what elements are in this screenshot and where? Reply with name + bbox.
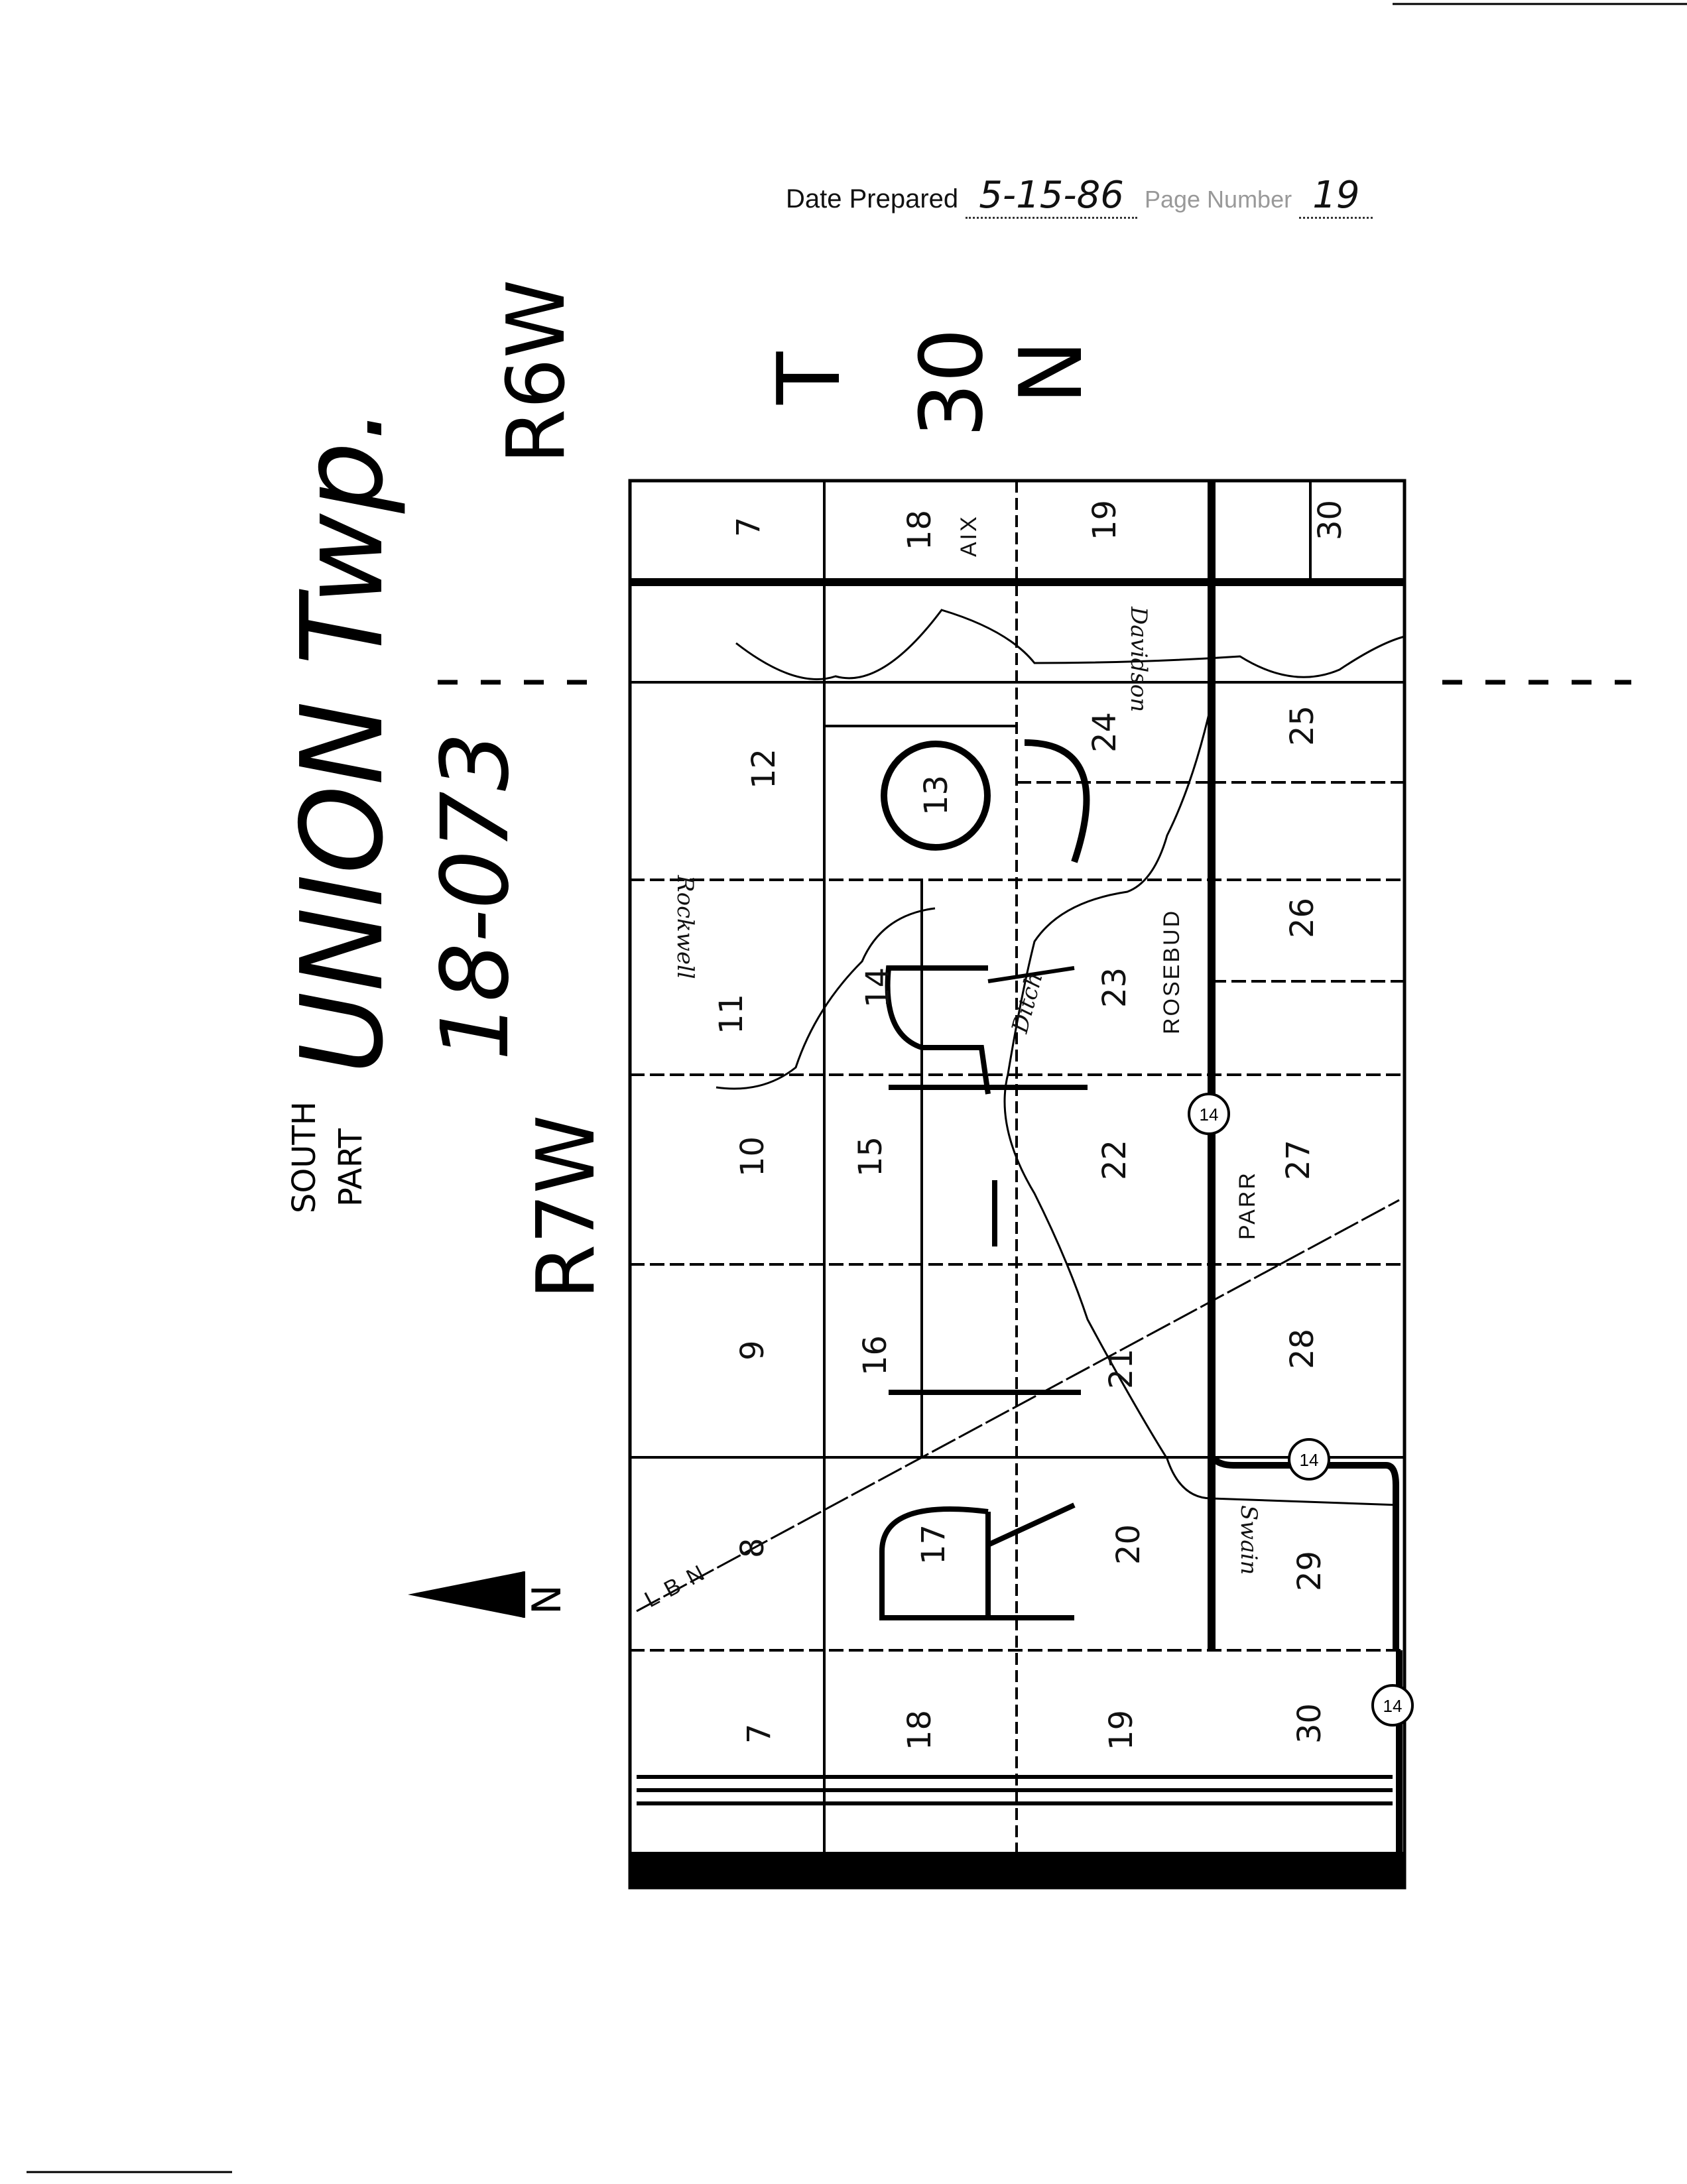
place-rosebud: ROSEBUD (1159, 909, 1184, 1034)
date-value: 5-15-86 (966, 174, 1137, 219)
section-number: 25 (1284, 705, 1321, 746)
township-code: 18-073 (422, 732, 530, 1061)
section-number: 29 (1291, 1551, 1328, 1591)
section-number: 26 (1284, 898, 1321, 938)
date-label: Date Prepared (786, 184, 959, 213)
stream-swain: Swain (1235, 1505, 1262, 1575)
township-name: UNION Twp. (277, 406, 408, 1074)
header: Date Prepared 5-15-86 Page Number 19 (786, 174, 1373, 219)
ditch-label: Ditch (1007, 969, 1048, 1036)
section-number: 19 (1103, 1710, 1140, 1750)
section-number: 8 (734, 1538, 771, 1558)
stream-davidson: Davidson (1125, 606, 1152, 712)
section-number: 21 (1103, 1349, 1140, 1389)
section-grid (628, 479, 1406, 1890)
section-number: 7 (741, 1723, 778, 1744)
north-arrow-icon: N (408, 1571, 570, 1618)
section-number: 30 (1312, 500, 1349, 540)
section-number: 17 (915, 1524, 952, 1565)
section-number: 7 (730, 516, 767, 537)
stream-rockwell: Rockwell (672, 875, 698, 979)
range-west: R7W (521, 1115, 613, 1300)
section-number: 18 (901, 1710, 938, 1750)
section-number: 20 (1110, 1524, 1147, 1565)
section-number: 22 (1096, 1140, 1133, 1180)
section-number: 18 (901, 510, 938, 550)
route-label: 14 (1300, 1450, 1319, 1470)
route-14-marker: 14 (1288, 1438, 1330, 1481)
south-label: SOUTH (286, 1101, 323, 1213)
route-14-marker: 14 (1371, 1684, 1414, 1727)
section-number: 15 (852, 1136, 889, 1177)
township-num: 30 (901, 328, 1002, 438)
route-label: 14 (1200, 1105, 1219, 1124)
part-label: PART (332, 1128, 369, 1207)
section-number: 11 (713, 994, 750, 1034)
section-number: 16 (857, 1335, 894, 1376)
section-number: 19 (1086, 500, 1123, 540)
section-number: 24 (1086, 712, 1123, 753)
section-number: 12 (745, 749, 782, 789)
place-parr: PARR (1235, 1171, 1260, 1240)
route-14-marker: 14 (1188, 1093, 1230, 1135)
route-label: 14 (1383, 1696, 1403, 1716)
section-number: 10 (734, 1136, 771, 1177)
section-number: 30 (1291, 1703, 1328, 1744)
section-number: 9 (734, 1340, 771, 1361)
township-n: N (1001, 340, 1101, 404)
section-number: 28 (1284, 1329, 1321, 1369)
section-number: 23 (1096, 967, 1133, 1008)
section-labels: 7 18 19 30 12 13 24 25 11 14 23 26 10 15… (713, 500, 1349, 1750)
page-value: 19 (1299, 174, 1373, 219)
section-number: 14 (859, 967, 897, 1008)
section-number: 13 (918, 775, 955, 816)
section-number: 27 (1280, 1140, 1317, 1180)
north-label: N (524, 1585, 570, 1614)
page-label: Page Number (1144, 186, 1292, 213)
township-t: T (759, 351, 859, 405)
highway-band (630, 1852, 1405, 1888)
railroad-lbn: L B N (641, 1559, 710, 1612)
place-aix: AIX (956, 515, 981, 557)
range-east: R6W (491, 280, 583, 464)
